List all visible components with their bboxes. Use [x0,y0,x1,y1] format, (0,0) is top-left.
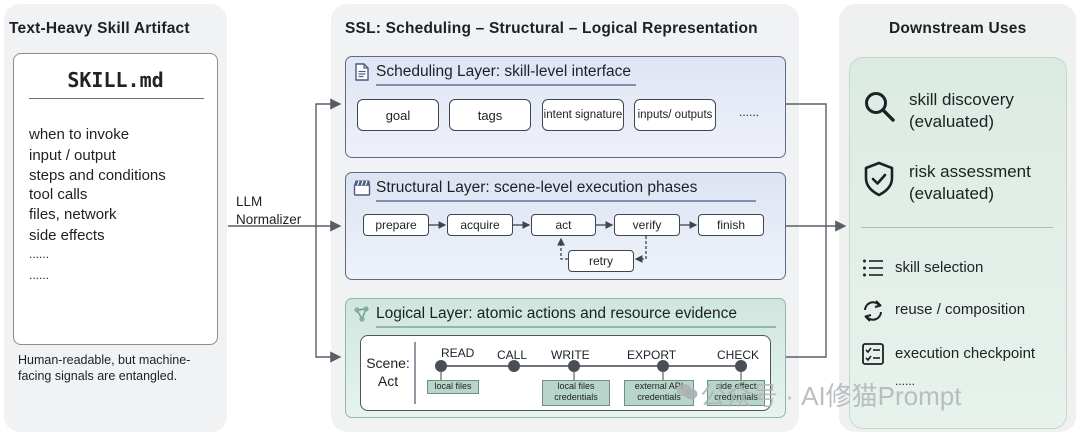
action-node-call [508,360,520,372]
use-reuse-composition: reuse / composition [895,301,1026,318]
use-execution-checkpoint: execution checkpoint [895,345,1036,362]
skill-file-name: SKILL.md [67,68,164,92]
action-write: WRITE [551,348,590,362]
structural-layer-title: Structural Layer: scene-level execution … [376,179,698,196]
action-node-write [568,360,580,372]
phase-arrows [429,221,698,263]
watermark: 公众号 · AI修猫Prompt [700,381,962,411]
action-export: EXPORT [627,348,677,362]
shield-check-icon [864,161,894,197]
skill-line: side effects [29,227,105,244]
scheduling-layer: Scheduling Layer: skill-level interface … [345,56,786,158]
uses-more: ...... [895,374,916,388]
sched-item-intent-signature: intent signature [542,99,624,131]
skill-line: steps and conditions [29,167,166,184]
right-panel-title: Downstream Uses [889,20,1027,37]
refresh-icon [864,300,882,322]
evidence-read: local files [427,380,479,394]
use-skill-discovery: skill discovery (evaluated) [909,90,1014,131]
phase-verify: verify [614,214,680,236]
magnifier-icon [865,92,895,122]
logical-title-underline [376,326,776,328]
downstream-uses-card [849,57,1067,429]
left-panel-title: Text-Heavy Skill Artifact [9,20,190,37]
skill-line: files, network [29,206,117,223]
action-check: CHECK [717,348,760,362]
evidence-check: side effect credentials [707,380,765,406]
sched-item-goal: goal [357,99,439,131]
llm-normalizer-label: LLM Normalizer [236,193,301,229]
logical-layer: Logical Layer: atomic actions and resour… [345,298,786,418]
action-node-export [657,360,669,372]
structural-title-underline [376,200,756,202]
sched-item-tags: tags [449,99,531,131]
phase-act: act [531,214,596,236]
llm-normalizer-line2: Normalizer [236,212,302,227]
uses-divider [861,227,1053,228]
sched-item-inputs-outputs: inputs/ outputs [634,99,716,131]
skill-title-divider [29,98,204,99]
scene-act-box: Scene: Act READ CALL WRITE EXPORT CHECK … [360,335,771,411]
network-nodes-icon [354,306,369,322]
llm-normalizer-line1: LLM [236,194,263,209]
phase-prepare: prepare [363,214,429,236]
left-panel-note: Human-readable, but machine-facing signa… [18,353,191,383]
checklist-icon [862,343,884,365]
action-read: READ [441,346,475,360]
use-skill-selection: skill selection [895,259,984,276]
use-risk-assessment: risk assessment (evaluated) [909,162,1031,203]
document-icon [355,63,369,81]
skill-line: input / output [29,147,116,164]
middle-panel-title: SSL: Scheduling – Structural – Logical R… [345,20,758,37]
phase-acquire: acquire [447,214,513,236]
evidence-write: local files credentials [542,380,610,406]
scheduling-layer-title: Scheduling Layer: skill-level interface [376,63,632,80]
structural-layer: Structural Layer: scene-level execution … [345,172,786,280]
action-node-read [435,360,447,372]
right-merge-arrows [785,103,847,358]
skill-line: when to invoke [29,126,130,143]
scheduling-title-underline [376,84,636,86]
scene-label: Scene: Act [366,355,410,389]
wechat-icon [676,384,698,400]
phase-finish: finish [698,214,764,236]
atomic-action-chain [414,342,747,404]
clapperboard-icon [353,180,371,196]
skill-line: tool calls [29,186,88,203]
action-node-check [735,360,747,372]
action-call: CALL [497,348,528,362]
skill-line: ...... [29,268,50,282]
skill-line: ...... [29,247,50,261]
phase-retry: retry [568,250,634,272]
list-icon [863,259,883,277]
sched-more: ...... [739,105,760,119]
left-fan-arrows [228,98,342,363]
logical-layer-title: Logical Layer: atomic actions and resour… [376,305,738,322]
skill-md-card: SKILL.md when to invoke input / output s… [13,53,218,345]
